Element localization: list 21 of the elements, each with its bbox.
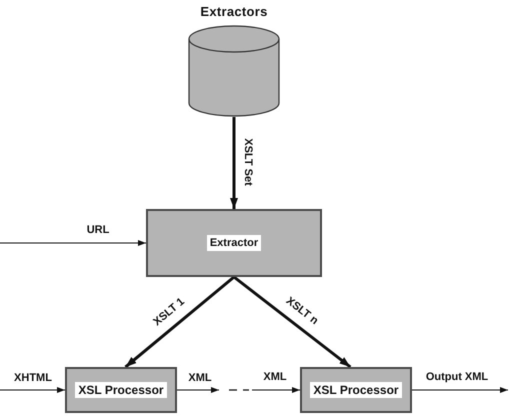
arrow: [124, 276, 235, 368]
process-box: [300, 367, 412, 413]
box-title: XSL Processor: [310, 382, 402, 398]
arrow: [0, 240, 146, 246]
arrow: [230, 117, 238, 209]
process-box: [146, 209, 322, 277]
edge-label: URL: [86, 224, 110, 236]
arrow: [252, 387, 300, 393]
arrow: [412, 387, 508, 393]
arrow: [0, 387, 66, 393]
edge-label: XML: [188, 372, 212, 384]
edge-label: XHTML: [14, 372, 52, 384]
box-title: Extractor: [206, 235, 262, 251]
edge-label: Output XML: [426, 371, 488, 383]
box-title: XSL Processor: [75, 382, 167, 398]
store-title: Extractors: [200, 4, 268, 20]
edge-label: XSLT Set: [242, 138, 254, 186]
arrow: [176, 387, 220, 393]
process-box: [65, 367, 177, 413]
edge-label: XML: [263, 371, 287, 383]
arrow: [233, 276, 352, 368]
